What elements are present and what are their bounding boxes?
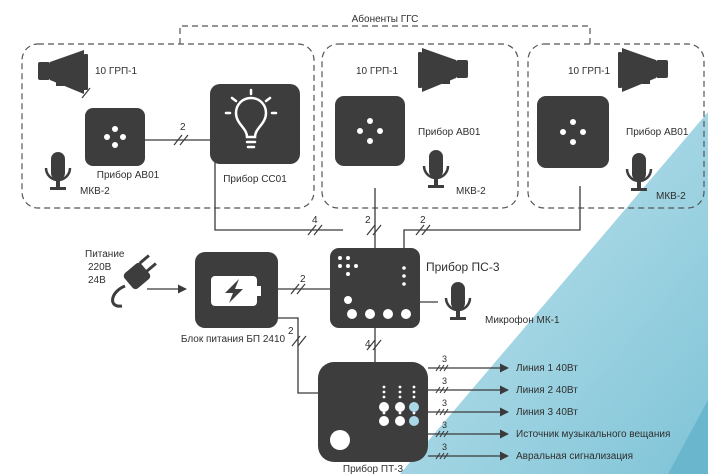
output-label: Авральная сигнализация bbox=[516, 451, 633, 462]
wire-count-mid: 2 bbox=[365, 215, 371, 226]
dashed-groups bbox=[21, 25, 705, 209]
device-psu bbox=[195, 252, 278, 328]
wires bbox=[145, 139, 581, 394]
device-pc3 bbox=[330, 248, 420, 328]
device-ab01-2 bbox=[335, 96, 405, 166]
wire-count-pc-pt: 4 bbox=[365, 339, 371, 350]
label-ab01-2: Прибор АВ01 bbox=[418, 126, 481, 138]
label-ab01-1: Прибор АВ01 bbox=[97, 169, 160, 181]
power-voltage-2: 24В bbox=[88, 275, 106, 286]
power-plug-icon bbox=[111, 254, 157, 308]
lightning-icon bbox=[225, 279, 243, 303]
output-lines bbox=[428, 363, 509, 461]
output-wire-count: 3 bbox=[442, 420, 447, 430]
label-cc01: Прибор СС01 bbox=[223, 173, 287, 185]
microphone-icon bbox=[422, 150, 450, 188]
grp-label-2: 10 ГРП-1 bbox=[356, 66, 399, 77]
microphone-icon bbox=[625, 153, 653, 191]
lamp-icon bbox=[224, 88, 278, 149]
wire-count-psu-pc: 2 bbox=[300, 274, 306, 285]
wire-ticks bbox=[81, 87, 431, 351]
label-psu: Блок питания БП 2410 bbox=[181, 334, 286, 345]
grp-label-3: 10 ГРП-1 bbox=[568, 66, 611, 77]
output-label: Источник музыкального вещания bbox=[516, 429, 670, 440]
power-voltage-1: 220В bbox=[88, 262, 112, 273]
output-label: Линия 3 40Вт bbox=[516, 407, 578, 418]
horn-icon bbox=[418, 48, 468, 92]
label-ab01-3: Прибор АВ01 bbox=[626, 126, 689, 138]
microphone-icon bbox=[444, 282, 472, 320]
horn-icon bbox=[618, 48, 668, 92]
horn-icon bbox=[38, 50, 88, 94]
wire-count-ab-cc: 2 bbox=[180, 122, 186, 133]
label-mkv-2: МКВ-2 bbox=[456, 186, 486, 197]
output-wire-count: 3 bbox=[442, 398, 447, 408]
label-pc3: Прибор ПС-3 bbox=[426, 260, 500, 274]
background-decoration bbox=[400, 112, 708, 474]
output-wire-count: 3 bbox=[442, 442, 447, 452]
label-mic: Микрофон МК-1 bbox=[485, 314, 560, 326]
grp-label-1: 10 ГРП-1 bbox=[95, 66, 138, 77]
device-cc01 bbox=[210, 84, 300, 164]
device-ab01-1 bbox=[85, 108, 145, 166]
background-decoration-2 bbox=[668, 400, 708, 474]
subscribers-label: Абоненты ГГС bbox=[352, 13, 419, 25]
wire-count-left: 4 bbox=[312, 215, 318, 226]
device-pt3 bbox=[318, 362, 428, 462]
microphone-icon bbox=[44, 152, 72, 190]
label-pt3: Прибор ПТ-3 bbox=[343, 463, 404, 474]
output-label: Линия 2 40Вт bbox=[516, 385, 578, 396]
power-title: Питание bbox=[85, 249, 125, 260]
wire-count-psu-pt: 2 bbox=[288, 326, 294, 337]
device-ab01-3 bbox=[537, 96, 609, 168]
wire-count-right: 2 bbox=[420, 215, 426, 226]
output-wire-count: 3 bbox=[442, 376, 447, 386]
output-label: Линия 1 40Вт bbox=[516, 363, 578, 374]
label-mkv-3: МКВ-2 bbox=[656, 191, 686, 202]
output-wire-count: 3 bbox=[442, 354, 447, 364]
label-mkv-1: МКВ-2 bbox=[80, 186, 110, 197]
